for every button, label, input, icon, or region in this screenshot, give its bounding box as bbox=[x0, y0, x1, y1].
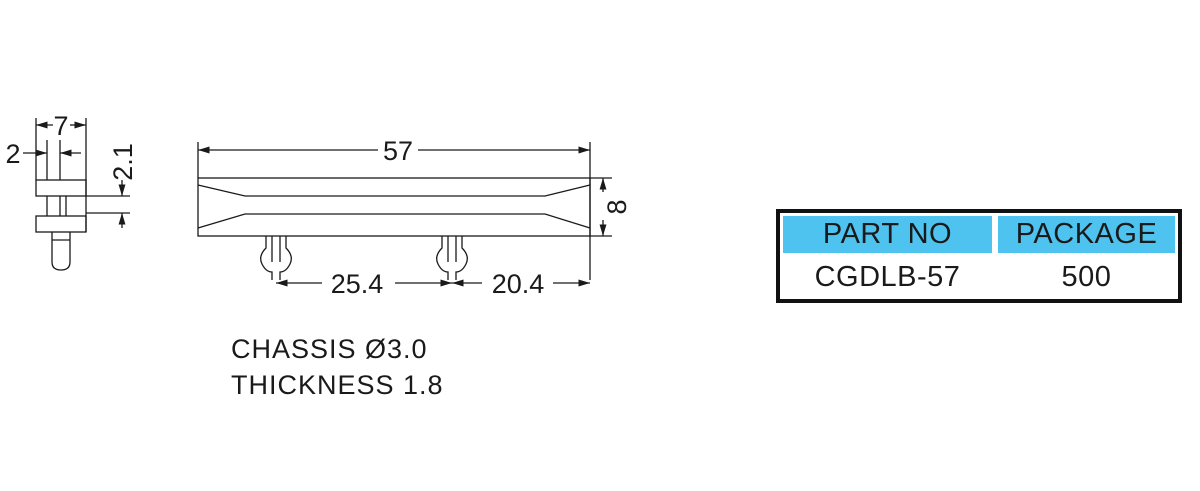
header-part-no: PART NO bbox=[780, 213, 995, 256]
dim-pitch: 25.4 bbox=[331, 269, 384, 299]
table-header-row: PART NO PACKAGE bbox=[780, 213, 1178, 256]
dim-end-offset: 20.4 bbox=[492, 269, 545, 299]
chassis-spec: CHASSIS Ø3.0 bbox=[231, 334, 428, 364]
dim-length: 57 bbox=[383, 136, 413, 166]
cell-package: 500 bbox=[995, 256, 1178, 299]
table-row: CGDLB-57 500 bbox=[780, 256, 1178, 299]
header-package: PACKAGE bbox=[995, 213, 1178, 256]
side-view bbox=[23, 118, 130, 271]
dim-side-offset: 2 bbox=[5, 139, 20, 169]
dim-height: 8 bbox=[602, 199, 632, 214]
dim-side-height: 2.1 bbox=[108, 143, 138, 181]
thickness-spec: THICKNESS 1.8 bbox=[231, 370, 444, 400]
dim-side-width: 7 bbox=[53, 111, 68, 141]
front-view bbox=[197, 142, 612, 287]
cell-part-no: CGDLB-57 bbox=[780, 256, 995, 299]
part-table: PART NO PACKAGE CGDLB-57 500 bbox=[776, 209, 1182, 303]
